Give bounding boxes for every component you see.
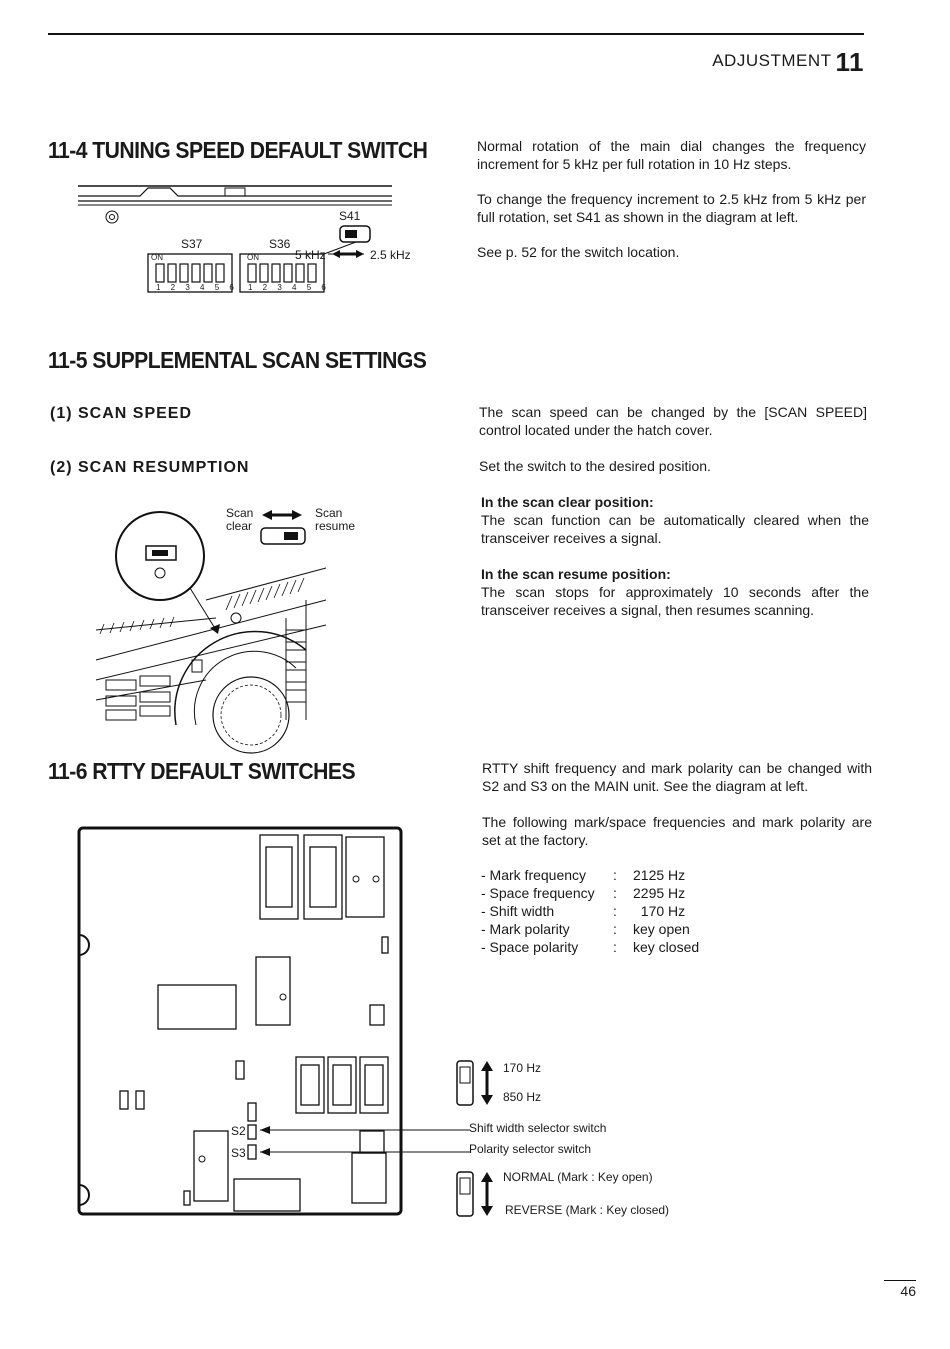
spec-row: - Space polarity:key closed [481, 939, 700, 955]
label-s37: S37 [181, 237, 203, 251]
scan-speed-heading: (1) SCAN SPEED [50, 405, 193, 422]
label-digits-s37: 1 2 3 4 5 6 [156, 283, 238, 292]
top-rule [48, 33, 864, 35]
label-scan-clear-2: clear [226, 519, 253, 533]
label-shift-selector: Shift width selector switch [469, 1121, 607, 1135]
sec115-para2: Set the switch to the desired position. [479, 458, 711, 474]
spec-row: - Mark frequency:2125 Hz [481, 867, 686, 883]
label-reverse: REVERSE (Mark : Key closed) [505, 1203, 670, 1217]
header-chapter: 11 [835, 47, 864, 77]
spec-value: key closed [633, 939, 700, 955]
section-11-5-title: 11-5 SUPPLEMENTAL SCAN SETTINGS [48, 347, 427, 373]
section-11-6-title: 11-6 RTTY DEFAULT SWITCHES [48, 758, 356, 784]
label-170hz: 170 Hz [503, 1061, 542, 1075]
scan-resume-block: In the scan resume position: The scan st… [481, 565, 869, 619]
label-scan-clear-1: Scan [226, 506, 254, 520]
sec116-para1: RTTY shift frequency and mark polarity c… [482, 760, 872, 794]
label-s2: S2 [231, 1124, 246, 1138]
scan-resume-heading: In the scan resume position: [481, 566, 671, 582]
spec-row: - Space frequency:2295 Hz [481, 885, 686, 901]
label-digits-s36: 1 2 3 4 5 6 [248, 283, 330, 292]
section-11-4-title: 11-4 TUNING SPEED DEFAULT SWITCH [48, 137, 428, 163]
label-on-s36: ON [247, 253, 259, 262]
scan-resumption-heading: (2) SCAN RESUMPTION [50, 459, 250, 476]
spec-key: - Space polarity [481, 939, 579, 955]
spec-key: - Shift width [481, 903, 555, 919]
sec114-para2: To change the frequency increment to 2.5… [477, 191, 866, 225]
label-scan-resume-2: resume [315, 519, 356, 533]
label-s3: S3 [231, 1146, 246, 1160]
spec-value: 170 Hz [633, 903, 686, 919]
scan-clear-text: The scan function can be automatically c… [481, 512, 869, 546]
label-on-s37: ON [151, 253, 163, 262]
label-s41: S41 [339, 209, 361, 223]
spec-value: key open [633, 921, 690, 937]
spec-value: 2125 Hz [633, 867, 686, 883]
spec-value: 2295 Hz [633, 885, 686, 901]
main-unit-diagram [77, 826, 470, 1216]
sec116-para2: The following mark/space frequencies and… [482, 814, 872, 848]
factory-settings-list: - Mark frequency:2125 Hz - Space frequen… [481, 866, 699, 956]
label-scan-resume-1: Scan [315, 506, 343, 520]
label-2-5khz: 2.5 kHz [370, 248, 411, 262]
spec-row: - Shift width: 170 Hz [481, 903, 686, 919]
sec115-para1: The scan speed can be changed by the [SC… [479, 404, 867, 438]
sec114-para1: Normal rotation of the main dial changes… [477, 138, 866, 172]
polarity-switch-icon [456, 1171, 493, 1217]
scan-clear-heading: In the scan clear position: [481, 494, 654, 510]
spec-key: - Mark frequency [481, 867, 587, 883]
scan-resume-diagram [95, 510, 327, 754]
label-850hz: 850 Hz [503, 1090, 542, 1104]
page-number: 46 [884, 1280, 916, 1299]
spec-row: - Mark polarity:key open [481, 921, 690, 937]
label-5khz: 5 kHz [295, 248, 326, 262]
spec-key: - Space frequency [481, 885, 595, 901]
scan-clear-block: In the scan clear position: The scan fun… [481, 493, 869, 547]
tuning-switch-diagram [78, 185, 392, 293]
header-section: ADJUSTMENT [712, 51, 832, 70]
scan-resume-text: The scan stops for approximately 10 seco… [481, 584, 869, 618]
label-normal: NORMAL (Mark : Key open) [503, 1170, 653, 1184]
label-polarity-selector: Polarity selector switch [469, 1142, 592, 1156]
sec114-para3: See p. 52 for the switch location. [477, 244, 680, 260]
spec-key: - Mark polarity [481, 921, 570, 937]
label-s36: S36 [269, 237, 291, 251]
shift-switch-icon [456, 1060, 493, 1106]
